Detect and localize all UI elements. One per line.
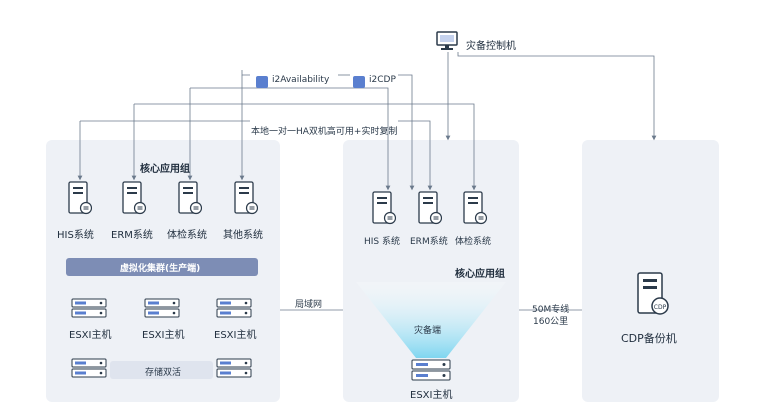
dr-app-label: 体检系统 xyxy=(455,237,492,247)
left-app-label: 体检系统 xyxy=(167,230,207,241)
left-app-label: HIS系统 xyxy=(57,230,94,241)
left-app-server-icon xyxy=(234,178,259,222)
mid-group-title: 核心应用组 xyxy=(455,269,505,280)
dr-app-label: ERM系统 xyxy=(410,237,448,247)
wan-bandwidth-label: 50M专线 xyxy=(532,305,570,315)
svg-text:CDP: CDP xyxy=(654,304,667,311)
storage-active-label: 存储双活 xyxy=(145,368,182,378)
storage-icon xyxy=(71,358,107,382)
esxi-host-icon xyxy=(144,298,180,322)
lock-icon xyxy=(256,76,268,88)
virtualization-cluster-label: 虚拟化集群(生产端) xyxy=(120,264,201,274)
dr-app-server-icon xyxy=(372,188,397,232)
dr-app-label: HIS 系统 xyxy=(364,237,400,247)
esxi-host-icon xyxy=(216,298,252,322)
left-app-server-icon xyxy=(178,178,203,222)
dr-host-icon xyxy=(411,359,451,381)
left-app-server-icon xyxy=(68,178,93,222)
disaster-recovery-panel xyxy=(343,140,519,402)
dr-app-server-icon xyxy=(463,188,488,232)
lan-label: 局域网 xyxy=(295,300,323,310)
ha-note: 本地一对一HA双机高可用+实时复制 xyxy=(251,127,398,137)
dr-host-label: ESXI主机 xyxy=(410,390,453,401)
cdp-backup-label: CDP备份机 xyxy=(621,332,677,345)
i2availability-label: i2Availability xyxy=(272,75,330,85)
console-label: 灾备控制机 xyxy=(466,41,516,52)
wan-distance-label: 160公里 xyxy=(533,317,569,327)
storage-icon xyxy=(216,358,252,382)
left-app-label: 其他系统 xyxy=(223,230,263,241)
dr-app-server-icon xyxy=(418,188,443,232)
backup-panel xyxy=(582,140,719,402)
left-app-label: ERM系统 xyxy=(111,230,153,241)
left-app-server-icon xyxy=(122,178,147,222)
esxi-host-label: ESXI主机 xyxy=(69,330,112,341)
console-monitor-icon xyxy=(436,31,458,52)
left-group-title: 核心应用组 xyxy=(140,164,190,175)
i2cdp-label: i2CDP xyxy=(369,75,396,85)
esxi-host-icon xyxy=(71,298,107,322)
esxi-host-label: ESXI主机 xyxy=(214,330,257,341)
funnel-label: 灾备端 xyxy=(414,326,442,336)
cdp-icon xyxy=(353,76,365,88)
esxi-host-label: ESXI主机 xyxy=(142,330,185,341)
cdp-server-icon: CDP xyxy=(636,272,670,316)
